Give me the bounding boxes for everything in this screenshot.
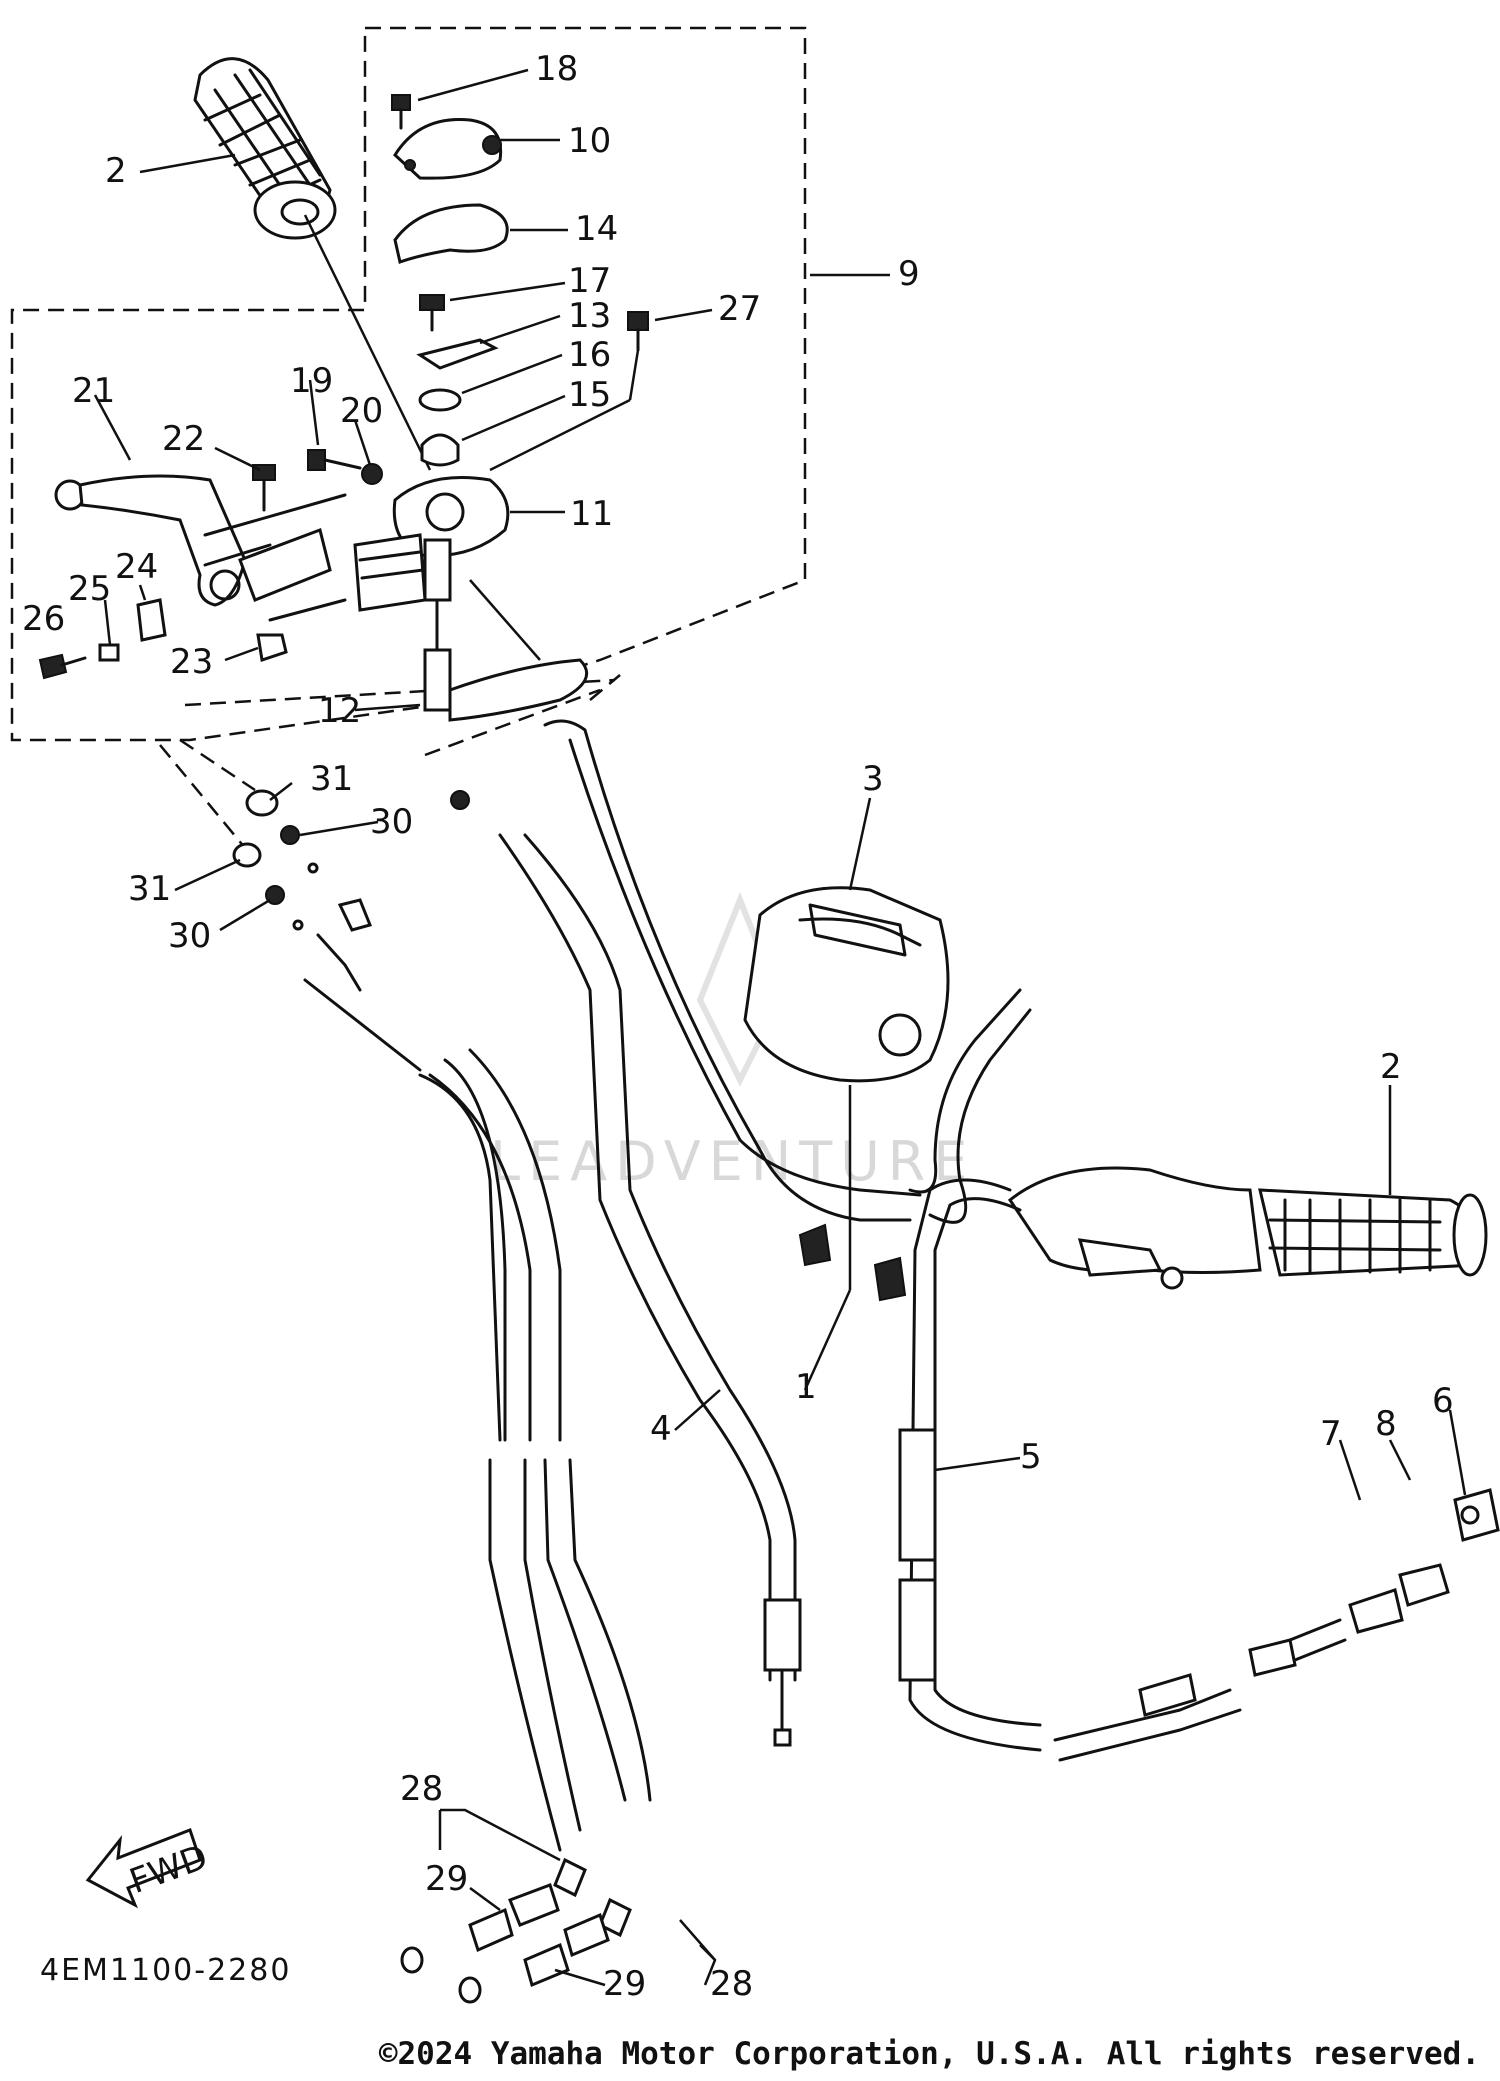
callout-24: 24 [115,547,158,587]
callout-30-lower: 30 [168,916,211,956]
callout-labels: 2 18 10 14 17 13 16 15 27 9 11 12 21 22 … [22,49,1454,2004]
callout-16: 16 [568,335,611,375]
brake-cables [303,898,652,2004]
callout-11: 11 [570,494,613,534]
callout-25: 25 [68,569,111,609]
callout-3: 3 [862,759,884,799]
callout-30-upper: 30 [370,802,413,842]
right-grip [1007,1166,1488,1290]
callout-26: 26 [22,599,65,639]
callout-10: 10 [568,121,611,161]
callout-29-lower: 29 [603,1964,646,2004]
throttle-cable [498,833,802,1747]
callout-27: 27 [718,289,761,329]
throttle-housing-parts [391,94,649,472]
handlebar [543,719,1032,1302]
callout-22: 22 [162,419,205,459]
callout-14: 14 [575,209,618,249]
callout-21: 21 [72,371,115,411]
callout-2: 2 [105,151,127,191]
callout-28-upper: 28 [400,1769,443,1809]
callout-2-right: 2 [1380,1047,1402,1087]
callout-6: 6 [1432,1381,1454,1421]
throttle-cable-right [898,1178,1042,1752]
right-switch-housing [743,886,950,1290]
callout-20: 20 [340,391,383,431]
copyright-notice: ©2024 Yamaha Motor Corporation, U.S.A. A… [378,2036,1480,2072]
fwd-arrow: FWD [85,1828,213,1909]
callout-19: 19 [290,361,333,401]
callout-13: 13 [568,296,611,336]
brake-lever [38,449,383,680]
callout-7: 7 [1320,1414,1342,1454]
callout-31-upper: 31 [310,759,353,799]
cable-end-parts [232,789,470,931]
callout-15: 15 [568,375,611,415]
callout-5: 5 [1020,1437,1042,1477]
callout-1: 1 [795,1367,817,1407]
callout-9: 9 [898,254,920,294]
callout-4: 4 [650,1409,672,1449]
callout-31-lower: 31 [128,869,171,909]
throttle-body [353,476,589,722]
left-grip [193,57,432,471]
callout-29-upper: 29 [425,1859,468,1899]
diagram-code: 4EM1100-2280 [40,1953,291,1988]
callout-leaders [93,68,1467,1987]
svg-text:LEADVENTURE: LEADVENTURE [490,1130,975,1193]
adjuster-parts [1053,1488,1500,1762]
callout-8: 8 [1375,1404,1397,1444]
callout-12: 12 [318,691,361,731]
callout-18: 18 [535,49,578,89]
callout-28-lower: 28 [710,1964,753,2004]
callout-23: 23 [170,642,213,682]
callout-17: 17 [568,261,611,301]
